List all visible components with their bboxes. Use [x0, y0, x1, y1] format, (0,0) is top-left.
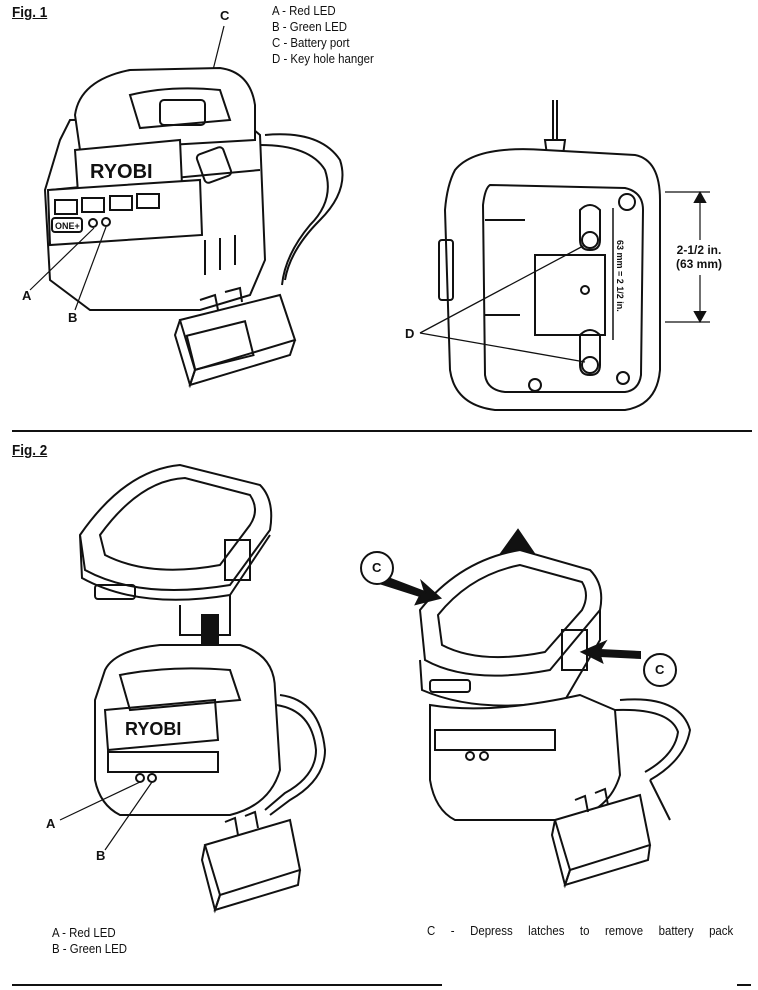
callout-b: B	[68, 310, 77, 325]
legend-item-green-led: B - Green LED	[272, 19, 348, 34]
battery-remove-illustration	[360, 528, 692, 889]
callout-d: D	[405, 326, 415, 341]
dimension-mm: (63 mm)	[676, 257, 723, 271]
charger-back-illustration: 63 mm = 2 1/2 in.	[419, 100, 710, 411]
fig1-legend: A - Red LED B - Green LED C - Battery po…	[272, 3, 374, 67]
keyhole-bottom-icon	[579, 329, 601, 377]
green-led-icon	[101, 217, 111, 227]
dimension-inner-label: 63 mm = 2 1/2 in.	[615, 240, 625, 312]
legend-item-key-hole-hanger: D - Key hole hanger	[272, 51, 374, 66]
charger-front-illustration: C RYOBI ONE+ A B	[22, 10, 344, 389]
section-divider	[12, 430, 752, 432]
fig2-callout-c-left: C	[372, 560, 382, 575]
fig2-brand-logo: RYOBI	[125, 719, 181, 739]
fig1-one-plus-logo: ONE+	[55, 221, 80, 231]
legend-item-green-led: B - Green LED	[52, 941, 128, 956]
red-led-icon	[88, 218, 98, 228]
fig2-title: Fig. 2	[12, 442, 48, 459]
bottom-rule	[12, 984, 442, 986]
fig2-callout-b: B	[96, 848, 106, 863]
bottom-rule-end	[737, 984, 751, 986]
callout-c: C	[220, 10, 230, 23]
battery-insert-illustration: RYOBI	[59, 463, 327, 914]
legend-item-battery-port: C - Battery port	[272, 35, 350, 50]
fig2-legend-left: A - Red LED B - Green LED	[52, 925, 127, 957]
fig2-callout-c-right: C	[655, 662, 665, 677]
fig2-legend-right: C - Depress latches to remove battery pa…	[427, 923, 734, 938]
legend-item-red-led: A - Red LED	[272, 3, 336, 18]
fig1-title: Fig. 1	[12, 4, 48, 21]
fig1-brand-logo: RYOBI	[90, 161, 153, 183]
fig2-callout-a: A	[46, 816, 56, 831]
dimension-label: 2-1/2 in. (63 mm)	[676, 243, 722, 271]
callout-a: A	[22, 288, 32, 303]
legend-item-red-led: A - Red LED	[52, 925, 116, 940]
dimension-inches: 2-1/2 in.	[676, 243, 722, 257]
